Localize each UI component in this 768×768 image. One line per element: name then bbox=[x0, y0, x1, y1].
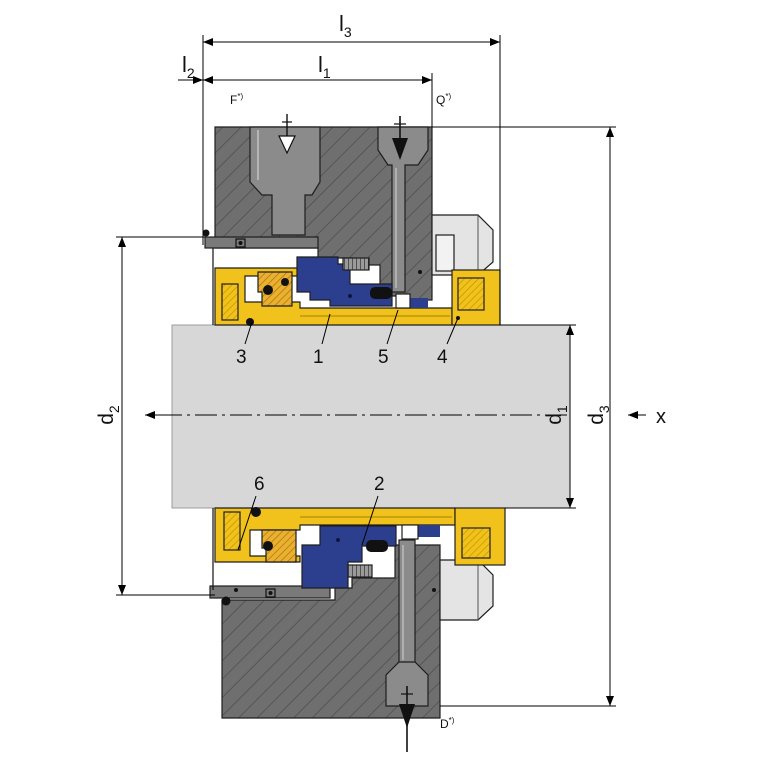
upper-seal-seat bbox=[296, 256, 393, 307]
lower-housing-dot-1 bbox=[432, 588, 436, 592]
dimension-label-l2: l2 bbox=[182, 52, 195, 81]
lower-oring-2 bbox=[263, 541, 273, 551]
upper-seal-insert bbox=[410, 298, 428, 308]
part-1-leader bbox=[321, 313, 331, 345]
upper-flange-screw bbox=[235, 238, 246, 248]
upper-oring-4 bbox=[370, 287, 392, 299]
upper-set-screw bbox=[342, 257, 370, 271]
port-f-bore bbox=[249, 126, 321, 236]
part-label-5: 5 bbox=[378, 347, 389, 368]
upper-nut-washer bbox=[435, 234, 455, 272]
lower-seat-pin bbox=[336, 538, 340, 542]
upper-seal-gap bbox=[395, 293, 411, 309]
upper-seal-ring bbox=[257, 271, 293, 307]
port-d-arrow-icon bbox=[399, 704, 415, 728]
lower-oring-1 bbox=[251, 507, 261, 517]
lower-hex-nut bbox=[439, 559, 494, 621]
upper-collar-screw bbox=[457, 277, 485, 311]
lower-collar-screw bbox=[461, 527, 491, 559]
upper-flange-screw-dot bbox=[238, 241, 243, 245]
port-q-bore bbox=[377, 126, 429, 293]
lower-flange-screw bbox=[265, 588, 276, 598]
port-d-bore bbox=[385, 661, 429, 707]
upper-oring-1 bbox=[263, 285, 273, 295]
upper-seat-pin bbox=[348, 294, 352, 298]
part-6-leader bbox=[237, 495, 257, 551]
lower-seal-gap bbox=[401, 524, 419, 540]
part-2-leader bbox=[361, 495, 379, 546]
lower-flange-oring bbox=[221, 596, 231, 606]
part-label-3: 3 bbox=[236, 347, 247, 368]
axis-label: x bbox=[656, 406, 666, 428]
part-label-6: 6 bbox=[254, 474, 265, 495]
part-5-leader bbox=[386, 309, 399, 345]
shaft bbox=[171, 324, 571, 509]
lower-seal-insert bbox=[418, 525, 440, 537]
part-label-4: 4 bbox=[437, 347, 448, 368]
part-label-1: 1 bbox=[313, 347, 324, 368]
upper-housing-dot bbox=[418, 270, 422, 274]
lower-oring-3 bbox=[366, 540, 388, 552]
port-label-d: D*) bbox=[440, 716, 455, 731]
dimension-label-l3: l3 bbox=[339, 11, 352, 40]
upper-oring-2 bbox=[281, 278, 289, 286]
port-d-channel bbox=[398, 539, 416, 666]
part-3-leader bbox=[244, 321, 253, 345]
upper-oring-3 bbox=[246, 318, 254, 326]
dimension-label-l1: l1 bbox=[318, 52, 331, 81]
lower-set-screw bbox=[347, 564, 373, 578]
upper-flange-plate bbox=[204, 236, 319, 249]
dimension-label-d2: d2 bbox=[95, 405, 122, 425]
dimension-label-d1: d1 bbox=[543, 405, 570, 425]
lower-flange-screw-dot bbox=[268, 591, 273, 595]
port-f-arrow-icon bbox=[278, 135, 296, 155]
lower-spring-element bbox=[223, 511, 241, 551]
upper-flange-oring bbox=[202, 229, 210, 237]
port-label-q: Q*) bbox=[436, 92, 451, 107]
port-q-arrow-icon bbox=[392, 138, 408, 160]
lower-seal-ring bbox=[261, 529, 297, 563]
dimension-label-d3: d3 bbox=[585, 405, 612, 425]
part-4-leader bbox=[446, 317, 459, 345]
lower-housing-dot-2 bbox=[234, 588, 238, 592]
part-label-2: 2 bbox=[374, 474, 385, 495]
port-label-f: F*) bbox=[230, 92, 243, 107]
upper-spring-element bbox=[221, 283, 239, 321]
